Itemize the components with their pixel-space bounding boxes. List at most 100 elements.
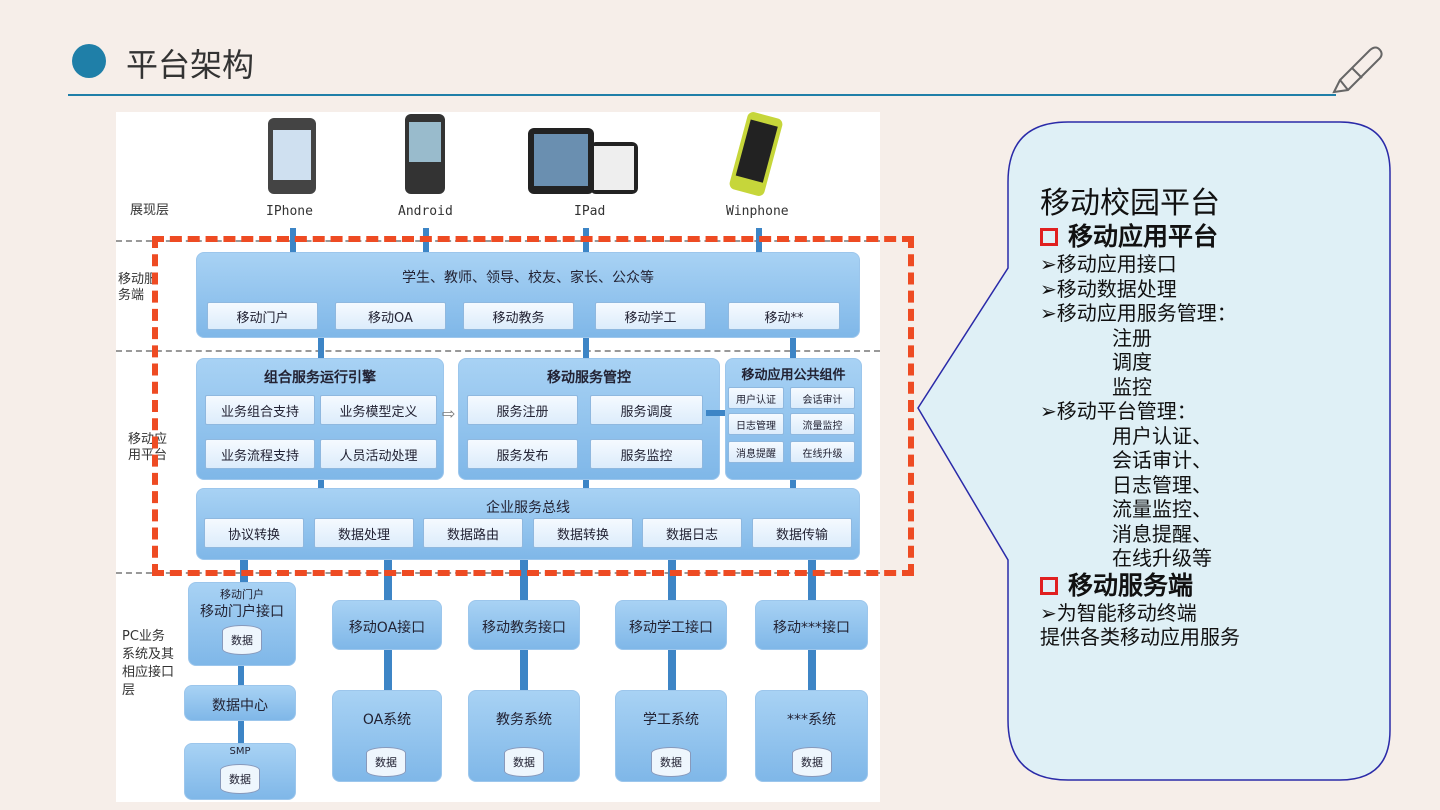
layer-label-pc: PC业务系统及其相应接口层 <box>122 629 175 698</box>
section-heading: 移动服务端 <box>1040 571 1240 601</box>
engine-item: 业务组合支持 <box>205 395 315 425</box>
device-label: Android <box>398 204 453 219</box>
pencil-icon <box>1332 46 1383 94</box>
components-title: 移动应用公共组件 <box>741 368 846 383</box>
arrow-icon <box>238 666 244 685</box>
callout-subline: 会话审计、 <box>1112 448 1212 472</box>
layer-divider <box>116 350 880 352</box>
arrow-icon <box>384 560 392 600</box>
arrow-icon <box>520 560 528 600</box>
component-item: 消息提醒 <box>728 441 784 463</box>
database-icon: 数据 <box>222 625 262 655</box>
callout-subline: 监控 <box>1112 374 1152 399</box>
smp-label: SMP <box>229 746 251 757</box>
arrow-right-icon: ⇨ <box>442 404 456 423</box>
interface-label: 移动***接口 <box>773 620 850 636</box>
callout-subline: 流量监控、 <box>1112 497 1212 521</box>
arrow-icon <box>520 650 528 690</box>
esb-item: 数据路由 <box>423 518 523 548</box>
smp-box: SMP 数据 <box>184 743 296 800</box>
service-item: 移动** <box>728 302 840 330</box>
data-center-label: 数据中心 <box>212 698 268 714</box>
android-image <box>405 114 445 194</box>
callout-heading: 移动校园平台 <box>1040 186 1220 221</box>
service-item: 移动学工 <box>595 302 706 330</box>
callout-subline: 消息提醒、 <box>1112 521 1212 546</box>
callout-subline: 用户认证、 <box>1112 423 1212 448</box>
interface-box: 移动***接口 <box>755 600 868 650</box>
iphone-image <box>268 118 316 194</box>
component-item: 在线升级 <box>790 441 855 463</box>
control-item: 服务调度 <box>590 395 703 425</box>
portal-small-label: 移动门户 <box>220 588 264 601</box>
arrow-icon <box>583 480 589 488</box>
arrow-icon <box>668 560 676 600</box>
arrow-icon <box>318 480 324 488</box>
esb-item: 数据处理 <box>314 518 414 548</box>
callout-subline: 注册 <box>1112 325 1152 350</box>
callout-subline: 在线升级等 <box>1112 546 1212 570</box>
esb-item: 数据日志 <box>642 518 742 548</box>
interface-label: 移动OA接口 <box>348 620 426 636</box>
database-icon: 数据 <box>366 747 406 777</box>
component-item: 流量监控 <box>790 413 855 435</box>
interface-box: 移动学工接口 <box>615 600 727 650</box>
system-label: ***系统 <box>787 712 836 728</box>
arrow-icon <box>583 338 589 358</box>
arrow-icon <box>808 650 816 690</box>
component-item: 用户认证 <box>728 387 784 409</box>
callout-line: ➢移动平台管理： <box>1040 399 1197 423</box>
service-item: 移动门户 <box>207 302 318 330</box>
esb-box: 企业服务总线 <box>196 488 860 560</box>
database-icon: 数据 <box>792 747 832 777</box>
device-label: Winphone <box>726 204 789 219</box>
page-title: 平台架构 <box>126 46 255 84</box>
esb-title: 企业服务总线 <box>486 500 570 516</box>
callout-text: 移动校园平台 移动应用平台 ➢移动应用接口 ➢移动数据处理 ➢移动应用服务管理：… <box>1040 186 1240 650</box>
callout-bubble <box>917 121 1391 781</box>
interface-box: 移动教务接口 <box>468 600 580 650</box>
engine-title: 组合服务运行引擎 <box>264 370 376 386</box>
arrow-icon <box>790 338 796 358</box>
callout-subline: 日志管理、 <box>1112 472 1212 497</box>
esb-item: 数据传输 <box>752 518 852 548</box>
database-icon: 数据 <box>651 747 691 777</box>
section-heading: 移动应用平台 <box>1040 222 1240 252</box>
service-item: 移动OA <box>335 302 446 330</box>
control-item: 服务注册 <box>467 395 578 425</box>
system-box: OA系统数据 <box>332 690 442 782</box>
component-item: 会话审计 <box>790 387 855 409</box>
callout-line: ➢移动应用服务管理： <box>1040 301 1237 325</box>
control-item: 服务监控 <box>590 439 703 469</box>
square-bullet-icon <box>1040 228 1058 246</box>
arrow-icon <box>790 480 796 488</box>
mobile-platform-highlight <box>152 236 914 576</box>
callout-line: ➢移动应用接口 <box>1040 252 1177 276</box>
system-label: OA系统 <box>362 712 412 728</box>
database-icon: 数据 <box>220 764 260 794</box>
ipad-image <box>528 128 594 194</box>
system-label: 学工系统 <box>643 712 699 728</box>
service-item: 移动教务 <box>463 302 574 330</box>
system-box: 教务系统数据 <box>468 690 580 782</box>
square-bullet-icon <box>1040 576 1058 595</box>
esb-item: 数据转换 <box>533 518 633 548</box>
callout-line: 提供各类移动应用服务 <box>1040 625 1240 649</box>
interface-label: 移动教务接口 <box>482 620 566 636</box>
interface-box: 移动OA接口 <box>332 600 442 650</box>
data-center-box: 数据中心 <box>184 685 296 721</box>
arrow-left-icon <box>706 410 726 416</box>
device-label: IPhone <box>266 204 313 219</box>
control-item: 服务发布 <box>467 439 578 469</box>
layer-label-presentation: 展现层 <box>130 203 170 218</box>
callout-subline: 调度 <box>1112 350 1152 374</box>
mobile-service-title: 学生、教师、领导、校友、家长、公众等 <box>402 270 654 286</box>
engine-item: 业务流程支持 <box>205 439 315 469</box>
system-label: 教务系统 <box>496 712 552 728</box>
arrow-icon <box>238 721 244 743</box>
portal-title: 移动门户接口 <box>200 604 284 620</box>
layer-label-mobile-service: 移动服务端 <box>118 272 158 303</box>
callout-line: ➢为智能移动终端 <box>1040 600 1197 625</box>
arrow-icon <box>808 560 816 600</box>
interface-label: 移动学工接口 <box>629 620 713 636</box>
